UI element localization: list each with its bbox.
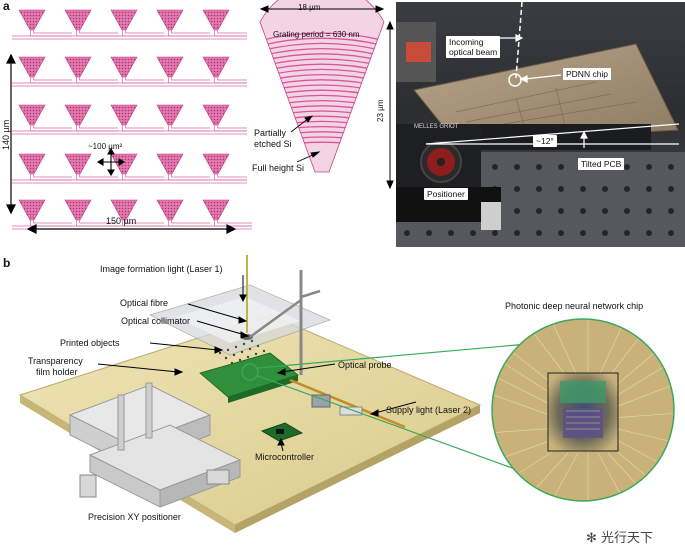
film-holder-label-1: Transparency [28, 356, 83, 366]
grid-area-label: ~100 µm² [88, 142, 123, 151]
optical-collimator-label: Optical collimator [121, 316, 191, 326]
partial-etch-label-1: Partially [254, 128, 287, 138]
pdnn-chip-label: PDNN chip [563, 68, 612, 80]
panel-a-letter: a [3, 0, 10, 13]
watermark-icon: ✻ [586, 531, 597, 546]
film-holder-label-2: film holder [36, 367, 78, 377]
beam-label-line2: optical beam [449, 47, 498, 57]
full-height-label: Full height Si [252, 163, 305, 173]
pdnn-chip-photo [491, 318, 675, 502]
panel-b-illustration [18, 255, 574, 533]
grating-period-label: Grating period = 630 nm [273, 30, 360, 39]
grating-fan-figure [259, 0, 394, 190]
grating-zoom-panel [247, 0, 397, 190]
beam-label-line1: Incoming [449, 37, 484, 47]
optical-probe-label: Optical probe [338, 360, 392, 370]
microcontroller-label: Microcontroller [255, 452, 315, 462]
setup-photo [396, 2, 685, 247]
laser1-label: Image formation light (Laser 1) [100, 264, 223, 274]
watermark: ✻ 光行天下 [586, 527, 653, 546]
grid-width-label: 150 µm [106, 216, 137, 226]
watermark-text: 光行天下 [601, 531, 654, 546]
coupler-grid [18, 9, 252, 227]
tilted-pcb-label: Tilted PCB [578, 158, 625, 170]
printed-objects-label: Printed objects [60, 338, 120, 348]
positioner-label: Positioner [424, 188, 468, 200]
setup-photo-illustration [396, 2, 685, 247]
brand-text: MELLES GRIOT [414, 124, 459, 130]
angle-label: ~12° [533, 135, 557, 147]
chip-title-label: Photonic deep neural network chip [505, 301, 644, 311]
panel-b-letter: b [3, 256, 11, 270]
grating-height-label: 23 µm [376, 99, 385, 122]
grating-array-figure [6, 9, 252, 234]
grating-width-label: 18 µm [298, 3, 321, 12]
grid-height-label: 140 µm [1, 119, 11, 150]
xy-positioner-label: Precision XY positioner [88, 512, 181, 522]
beam-label: Incoming optical beam [446, 36, 501, 58]
supply-light-label: Supply light (Laser 2) [386, 405, 472, 415]
partial-etch-label-2: etched Si [254, 139, 292, 149]
optical-fibre-label: Optical fibre [120, 298, 169, 308]
